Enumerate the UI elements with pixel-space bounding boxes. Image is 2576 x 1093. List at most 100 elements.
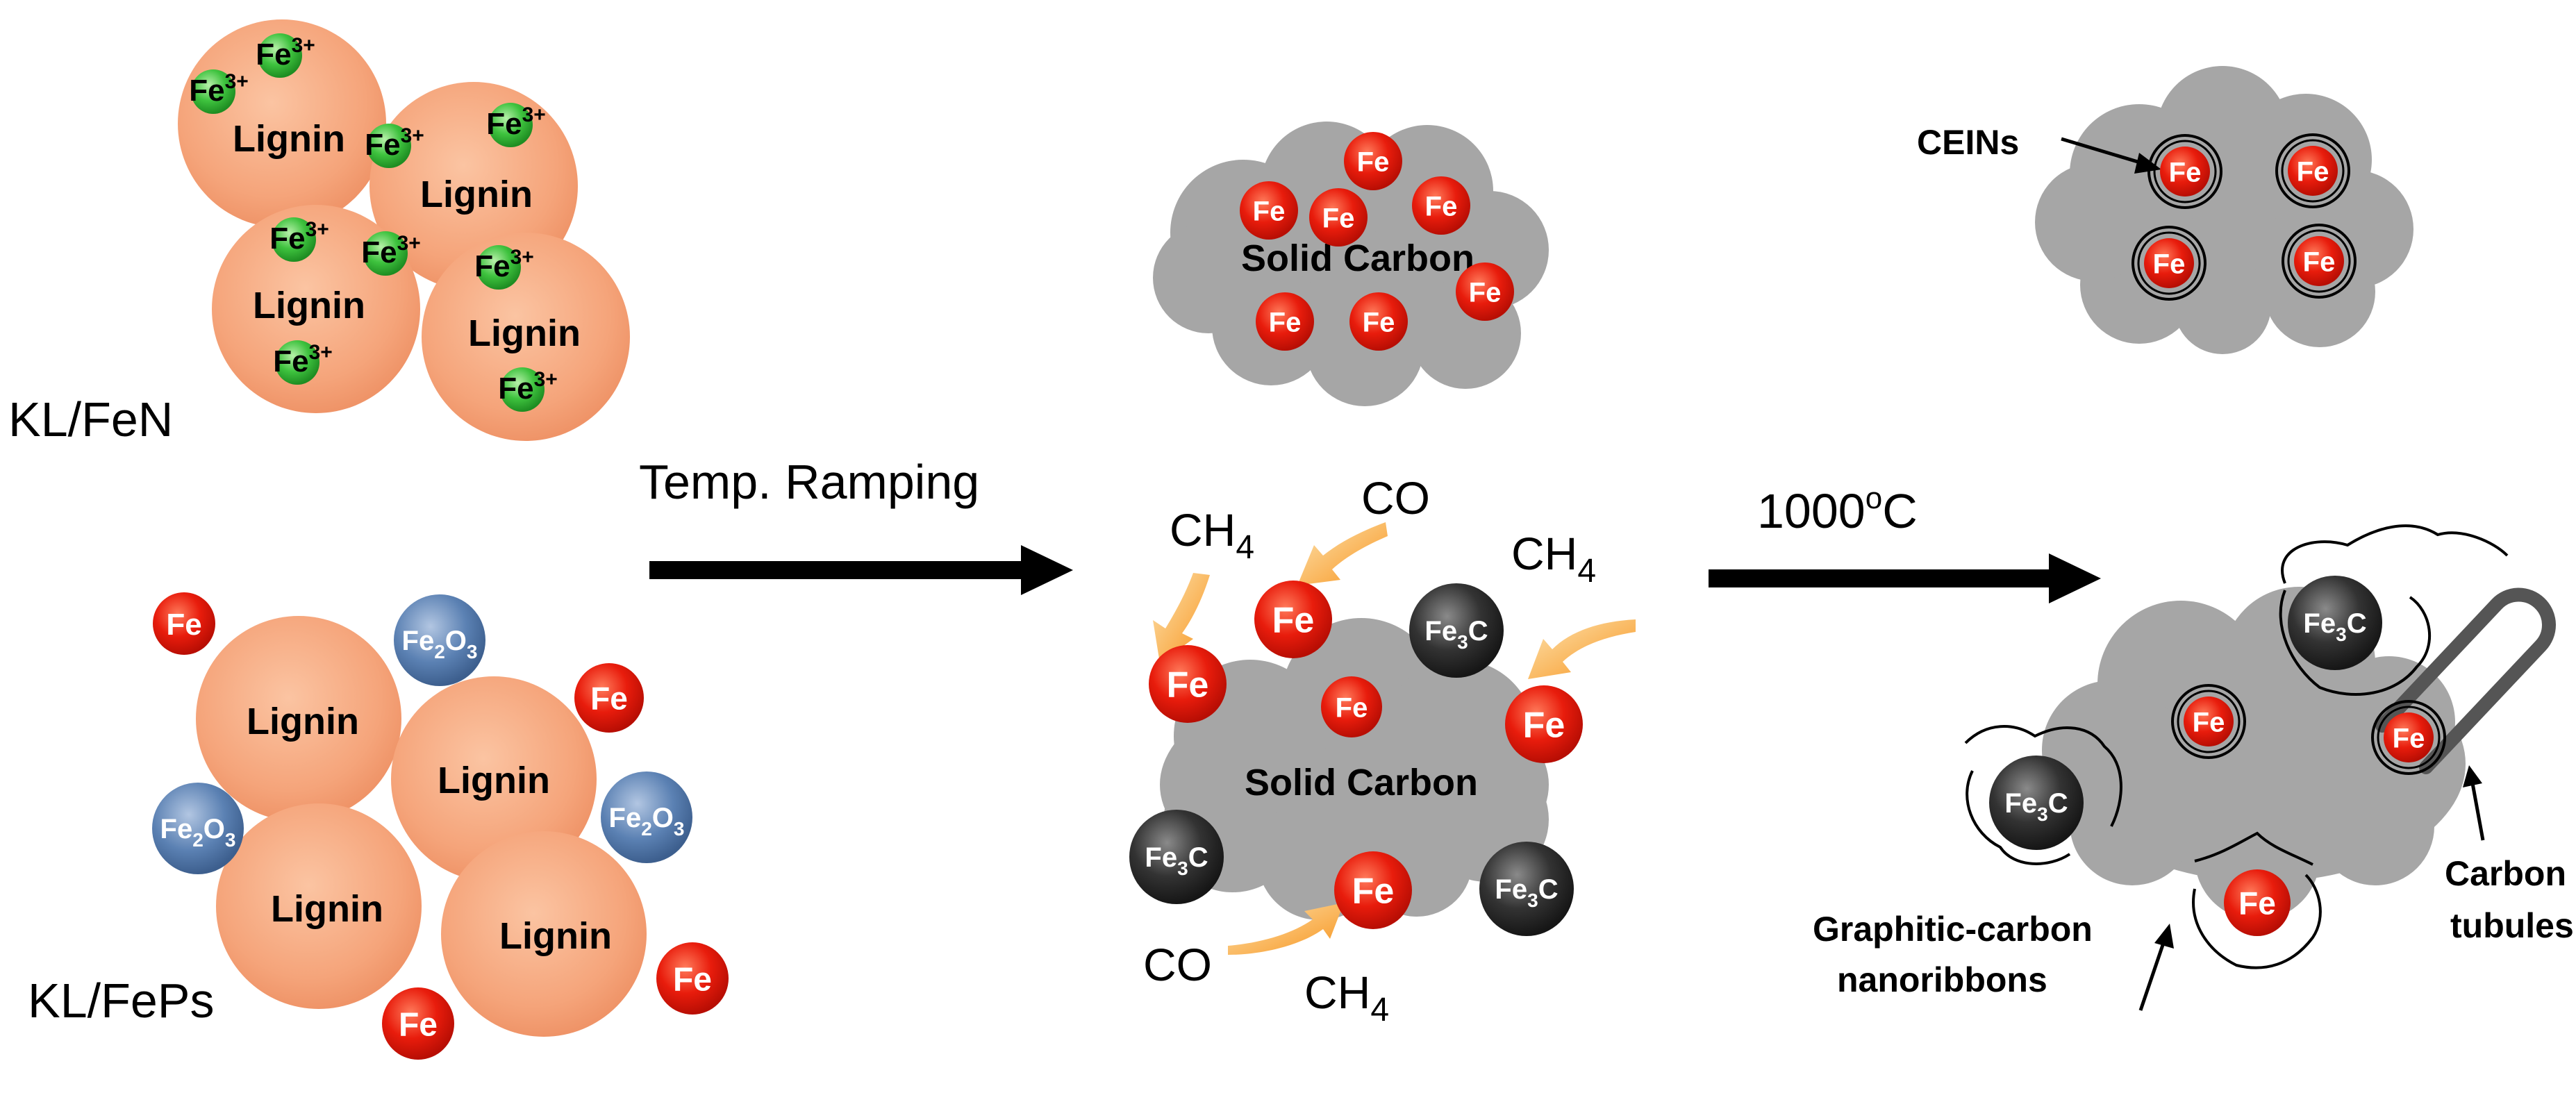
fe3-ion-label: Fe3+ <box>269 218 329 256</box>
gas-flow-arrows <box>1153 522 1636 955</box>
fe3-ion-label: Fe3+ <box>189 70 249 108</box>
fe-particle: Fe <box>1412 176 1470 235</box>
co-label: CO <box>1361 472 1430 524</box>
fe-particle-label: Fe <box>2193 707 2225 737</box>
fe3-ion-label: Fe3+ <box>474 246 534 283</box>
ramping-arrow <box>649 545 1073 595</box>
fe3c-label: Fe3C <box>2303 608 2366 645</box>
nanoribbons-label: nanoribbons <box>1837 960 2047 999</box>
fe-particle-label: Fe <box>1523 706 1565 746</box>
fe2o3-particle: Fe2O3 <box>601 771 692 863</box>
heating-arrow <box>1709 553 2101 603</box>
temperature-label: 1000oC <box>1757 481 1918 538</box>
fe-particle: Fe <box>1505 685 1583 763</box>
fe-particle-label: Fe <box>1253 196 1286 226</box>
fe3c-label: Fe3C <box>1145 842 1208 879</box>
solid-carbon-label: Solid Carbon <box>1241 237 1474 279</box>
carbon-cloud-final <box>2042 587 2466 920</box>
fe-particle: Fe <box>2224 869 2291 936</box>
kl-fen-cluster: Lignin Lignin Lignin Lignin Fe3+Fe3+Fe3+… <box>178 19 630 441</box>
fe3-ion: Fe3+ <box>256 33 315 78</box>
fe-particle: Fe <box>1309 188 1368 247</box>
ceins-label: CEINs <box>1917 123 2019 162</box>
kl-feps-cluster: Lignin Lignin Lignin Lignin <box>196 616 647 1037</box>
fe-particle: Fe <box>1149 645 1227 723</box>
carbon-tubule <box>2375 587 2556 774</box>
fe-particle-label: Fe <box>1322 203 1355 233</box>
fe-particle: Fe <box>1256 292 1314 351</box>
encapsulated-fe-particle: Fe <box>2132 226 2207 301</box>
ch4-label: CH4 <box>1170 504 1254 566</box>
fe3-ion-group: Fe3+Fe3+Fe3+Fe3+Fe3+Fe3+Fe3+Fe3+Fe3+ <box>189 33 558 412</box>
fe3c-particle: Fe3C <box>1129 810 1224 904</box>
fe-particle-label: Fe <box>2238 885 2276 921</box>
lignin-particle <box>196 616 401 821</box>
fe3-ion: Fe3+ <box>269 217 329 262</box>
lignin-label: Lignin <box>253 285 365 326</box>
lignin-label: Lignin <box>420 174 533 215</box>
fe-particle-label: Fe <box>1469 277 1502 308</box>
fe3c-particle: Fe3C <box>1409 583 1504 678</box>
carbon-cloud-ceins <box>2035 66 2413 354</box>
orange-arrow <box>1528 619 1636 679</box>
fe2o3-label: Fe2O3 <box>160 814 236 851</box>
fe-particle: Fe <box>656 942 729 1015</box>
ch4-label: CH4 <box>1511 528 1596 590</box>
fe-particle-label: Fe <box>673 961 712 998</box>
fe-particle: Fe <box>1334 851 1412 929</box>
fe-particle-label: Fe <box>1167 665 1209 706</box>
lignin-particle <box>178 19 386 228</box>
fe-particle: Fe <box>382 987 454 1060</box>
fe-particle-label: Fe <box>2303 247 2336 277</box>
fe-particle: Fe <box>1349 292 1408 351</box>
fe-particle: Fe <box>1344 132 1402 190</box>
tubules-label: tubules <box>2450 906 2574 945</box>
fe-particle-label: Fe <box>2153 249 2186 279</box>
lignin-label: Lignin <box>233 118 345 160</box>
fe-particle-label: Fe <box>166 608 201 642</box>
fe3-ion-label: Fe3+ <box>361 232 421 269</box>
fe3-ion-label: Fe3+ <box>486 103 546 141</box>
fe3-ion-label: Fe3+ <box>273 341 333 378</box>
fe2o3-particle: Fe2O3 <box>394 594 485 686</box>
fe3-ion: Fe3+ <box>474 245 534 290</box>
orange-arrow <box>1297 522 1388 585</box>
fe2o3-label: Fe2O3 <box>609 803 685 840</box>
kl-feps-label: KL/FePs <box>28 974 214 1028</box>
fe-particle-label: Fe <box>1336 692 1368 723</box>
fe-particle-label: Fe <box>1272 601 1315 641</box>
lignin-label: Lignin <box>247 701 359 742</box>
solid-carbon-label: Solid Carbon <box>1245 762 1478 803</box>
fe3c-label: Fe3C <box>2004 788 2068 825</box>
encapsulated-fe-particle: Fe <box>2147 134 2222 209</box>
graphitic-carbon-label: Graphitic-carbon <box>1813 910 2093 949</box>
fe-particle-label: Fe <box>1357 147 1390 177</box>
fe3-ion-label: Fe3+ <box>256 34 315 72</box>
fe-particle-label: Fe <box>1269 307 1302 337</box>
graphitic-carbon-ribbons <box>1964 524 2509 969</box>
fe3-ion-label: Fe3+ <box>365 124 424 162</box>
ch4-label: CH4 <box>1304 967 1389 1028</box>
encapsulated-fe-particle: Fe <box>2171 684 2246 759</box>
fe3c-particle: Fe3C <box>1479 842 1574 936</box>
fe-particle-label: Fe <box>2297 156 2329 187</box>
fe-particle: Fe <box>1456 262 1514 321</box>
fe2o3-label: Fe2O3 <box>402 626 478 662</box>
fe3c-label: Fe3C <box>1495 874 1558 911</box>
fe-particle: Fe <box>1321 676 1382 737</box>
temp-ramping-label: Temp. Ramping <box>639 455 979 509</box>
fe-particle: Fe <box>153 592 215 655</box>
lignin-particle <box>441 831 647 1037</box>
co-label: CO <box>1143 939 1212 990</box>
fe-particle-label: Fe <box>590 681 628 717</box>
lignin-particle <box>391 676 597 882</box>
lignin-label: Lignin <box>438 760 550 801</box>
fe3-ion: Fe3+ <box>486 103 546 147</box>
fe-particle-label: Fe <box>399 1006 438 1043</box>
fe3-ion: Fe3+ <box>189 69 249 114</box>
lignin-particle <box>422 233 630 441</box>
fe2o3-particle: Fe2O3 <box>152 783 244 874</box>
lignin-label: Lignin <box>468 312 581 354</box>
tubule-pointer-arrow <box>2463 765 2485 841</box>
